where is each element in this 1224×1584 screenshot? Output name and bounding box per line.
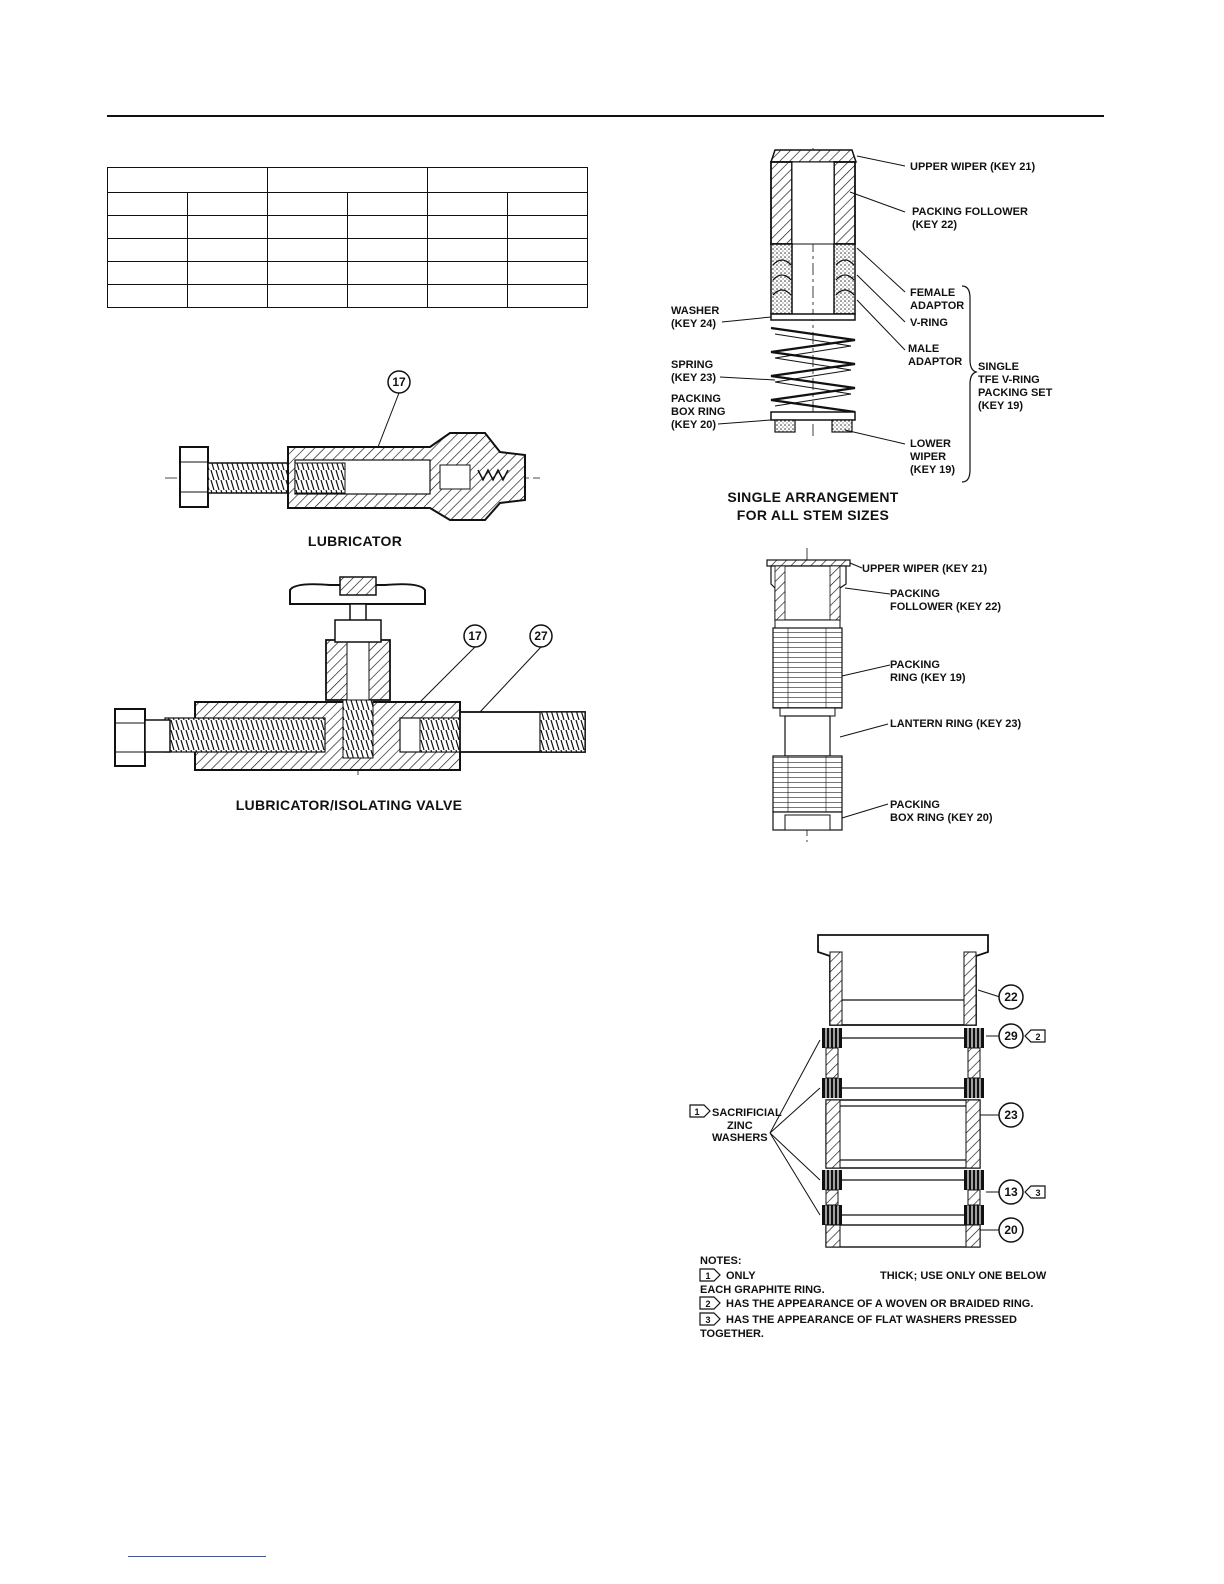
- label-upper-wiper: UPPER WIPER (KEY 21): [910, 161, 1035, 173]
- graphite-packing-figure: 22 29 2 23 13 3 20 1 SACRIFICIAL ZINC WA…: [689, 934, 1046, 1248]
- isolating-valve-figure: 17 27: [114, 576, 586, 775]
- note-flag-1: 1: [694, 1107, 699, 1117]
- svg-text:THICK; USE ONLY ONE BELOW: THICK; USE ONLY ONE BELOW: [880, 1270, 1047, 1282]
- label-lantern-ring: LANTERN RING (KEY 23): [890, 718, 1022, 730]
- svg-text:(KEY 19): (KEY 19): [910, 464, 955, 476]
- svg-text:WIPER: WIPER: [910, 451, 946, 463]
- svg-text:3: 3: [705, 1315, 710, 1325]
- note-2: HAS THE APPEARANCE OF A WOVEN OR BRAIDED…: [726, 1298, 1033, 1310]
- packing-ring-figure: UPPER WIPER (KEY 21) PACKING FOLLOWER (K…: [766, 548, 1022, 842]
- svg-text:1: 1: [705, 1271, 710, 1281]
- svg-text:TFE V-RING: TFE V-RING: [978, 374, 1040, 386]
- callout-13: 13: [1004, 1185, 1018, 1199]
- table-row: [107, 284, 588, 308]
- label-packing-box-ring: PACKING: [671, 393, 721, 405]
- label-packing-ring: PACKING: [890, 659, 940, 671]
- label-spring: SPRING: [671, 359, 713, 371]
- callout-17-lubricator: 17: [392, 375, 406, 389]
- callout-23: 23: [1004, 1108, 1018, 1122]
- label-v-ring: V-RING: [910, 317, 948, 329]
- callout-20: 20: [1004, 1223, 1018, 1237]
- caption-lubricator: LUBRICATOR: [308, 533, 402, 549]
- svg-text:2: 2: [705, 1299, 710, 1309]
- note-3: HAS THE APPEARANCE OF FLAT WASHERS PRESS…: [726, 1314, 1017, 1326]
- table-row: [107, 261, 588, 285]
- label-sacrificial-zinc-washers: SACRIFICIAL: [712, 1107, 782, 1119]
- footer-link-underline: [128, 1556, 266, 1557]
- label-ring-upper-wiper: UPPER WIPER (KEY 21): [862, 563, 987, 575]
- svg-text:(KEY 20): (KEY 20): [671, 419, 716, 431]
- svg-text:BOX RING: BOX RING: [671, 406, 725, 418]
- svg-text:(KEY 22): (KEY 22): [912, 219, 957, 231]
- label-packing-follower: PACKING FOLLOWER: [912, 206, 1028, 218]
- callout-27: 27: [534, 629, 548, 643]
- svg-text:ADAPTOR: ADAPTOR: [910, 300, 964, 312]
- svg-text:WASHERS: WASHERS: [712, 1132, 768, 1144]
- callout-22: 22: [1004, 990, 1018, 1004]
- header-rule: [107, 115, 1104, 117]
- note-flag-3: 3: [1035, 1188, 1040, 1198]
- caption-single-arrangement: SINGLE ARRANGEMENT: [727, 489, 898, 505]
- label-ring-follower: PACKING: [890, 588, 940, 600]
- label-single-packing-set: SINGLE: [978, 361, 1019, 373]
- callout-29: 29: [1004, 1029, 1018, 1043]
- svg-text:FOLLOWER (KEY 22): FOLLOWER (KEY 22): [890, 601, 1001, 613]
- svg-text:ADAPTOR: ADAPTOR: [908, 356, 962, 368]
- zinc-washer-stack: [822, 1028, 984, 1225]
- note-1: ONLY: [726, 1270, 756, 1282]
- label-female-adaptor: FEMALE: [910, 287, 955, 299]
- svg-text:(KEY 19): (KEY 19): [978, 400, 1023, 412]
- svg-text:PACKING SET: PACKING SET: [978, 387, 1053, 399]
- svg-text:TOGETHER.: TOGETHER.: [700, 1328, 764, 1340]
- label-ring-box-ring: PACKING: [890, 799, 940, 811]
- label-lower-wiper: LOWER: [910, 438, 951, 450]
- empty-table: [107, 167, 588, 308]
- svg-text:FOR ALL STEM SIZES: FOR ALL STEM SIZES: [737, 507, 889, 523]
- table-row: [107, 167, 588, 193]
- label-male-adaptor: MALE: [908, 343, 939, 355]
- svg-text:BOX RING (KEY 20): BOX RING (KEY 20): [890, 812, 993, 824]
- notes-block: NOTES: 1 ONLY THICK; USE ONLY ONE BELOW …: [699, 1255, 1047, 1340]
- callout-17-valve: 17: [468, 629, 482, 643]
- lubricator-figure: 17: [165, 370, 540, 521]
- notes-title: NOTES:: [700, 1255, 742, 1267]
- vring-figure: UPPER WIPER (KEY 21) PACKING FOLLOWER (K…: [671, 148, 1053, 483]
- svg-text:(KEY 24): (KEY 24): [671, 318, 716, 330]
- svg-text:EACH GRAPHITE RING.: EACH GRAPHITE RING.: [700, 1284, 825, 1296]
- label-washer: WASHER: [671, 305, 719, 317]
- svg-text:(KEY 23): (KEY 23): [671, 372, 716, 384]
- caption-isolating-valve: LUBRICATOR/ISOLATING VALVE: [236, 797, 463, 813]
- table-row: [107, 215, 588, 239]
- svg-text:ZINC: ZINC: [727, 1120, 753, 1132]
- note-flag-2: 2: [1035, 1032, 1040, 1042]
- svg-text:RING (KEY 19): RING (KEY 19): [890, 672, 966, 684]
